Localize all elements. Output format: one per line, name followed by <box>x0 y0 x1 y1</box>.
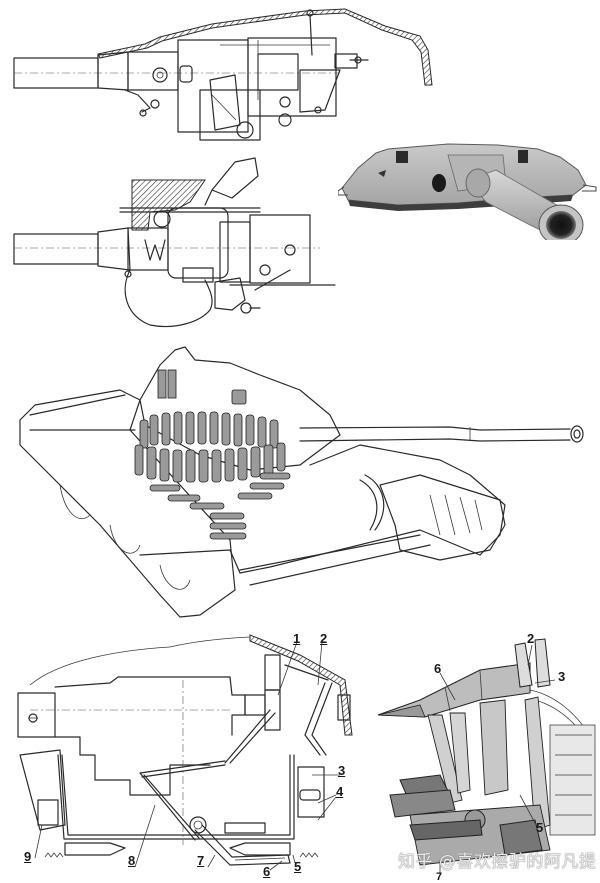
illus-callout-3: 3 <box>558 669 566 684</box>
illus-callout-6: 6 <box>434 661 442 676</box>
callout-8: 8 <box>128 853 136 868</box>
illus-callout-7: 7 <box>436 871 443 883</box>
callout-5: 5 <box>294 859 302 874</box>
turret-photo <box>338 125 600 240</box>
callout-3: 3 <box>338 763 346 778</box>
callout-6: 6 <box>263 864 271 879</box>
gun-section-top-diagram <box>0 0 450 150</box>
watermark: 知乎 @喜欢擦驴的阿凡提 <box>398 852 597 872</box>
gun-section-bottom-diagram <box>0 150 340 330</box>
ammo-carousel <box>134 369 291 540</box>
autoloader-perspective-illustration: 6 2 3 5 7 <box>370 625 600 883</box>
tank-ammo-carousel-illustration <box>0 335 600 620</box>
illus-callout-2: 2 <box>527 631 535 646</box>
autoloader-mechanism-diagram: 1 2 3 4 5 6 7 8 9 <box>0 625 365 881</box>
callout-7: 7 <box>197 853 205 868</box>
callout-1: 1 <box>293 631 301 646</box>
callout-2: 2 <box>320 631 328 646</box>
callout-4: 4 <box>336 784 344 799</box>
callout-9: 9 <box>24 849 32 864</box>
illus-callout-5: 5 <box>536 820 544 835</box>
